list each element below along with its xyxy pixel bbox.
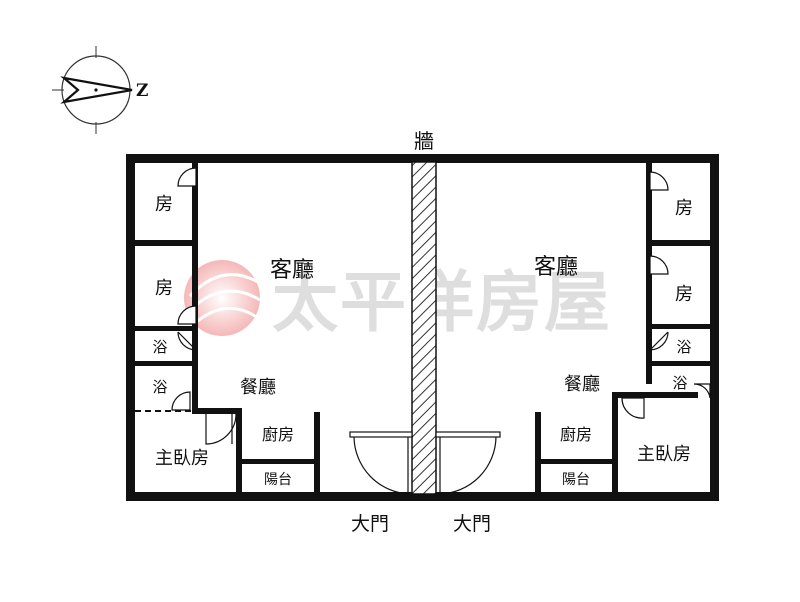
left-balcony-top-wall [240, 459, 318, 464]
watermark-text: 太平洋房屋 [272, 263, 612, 341]
door-right-bath1-swing [649, 331, 669, 351]
door-right-bath2-icon [693, 383, 711, 399]
label-right-bath-1: 浴 [676, 338, 691, 356]
left-kitchen-right-wall [314, 412, 320, 492]
entrance-doors [349, 431, 501, 495]
label-left-bath-2: 浴 [152, 378, 167, 396]
door-left-bath2-icon [171, 391, 191, 411]
door-right-room1-icon [649, 171, 669, 191]
left-doors [171, 167, 237, 445]
label-left-kitchen: 廚房 [262, 425, 294, 444]
label-left-room-1: 房 [155, 194, 173, 215]
left-room1-bottom-wall [135, 240, 197, 246]
label-left-master-bedroom: 主臥房 [155, 448, 209, 469]
compass-north-label: Z [136, 81, 148, 101]
door-right-master-icon [621, 397, 645, 419]
compass-center [94, 88, 98, 92]
right-bath2-bottom-wall [612, 392, 698, 398]
right-doors [621, 171, 711, 419]
right-kitchen-left-wall [535, 412, 541, 492]
door-main-right-icon [439, 436, 497, 495]
compass: Z [52, 46, 148, 134]
label-left-bath-1: 浴 [152, 338, 167, 356]
label-top-wall: 牆 [414, 129, 434, 153]
left-room2-bottom-wall [135, 326, 197, 331]
label-main-door-right: 大門 [453, 513, 491, 535]
door-right-room2-icon [649, 255, 669, 275]
right-balcony-top-wall [535, 459, 615, 464]
right-bath1-bottom-wall [648, 361, 710, 366]
left-master-right-wall [236, 408, 242, 492]
central-party-wall [411, 161, 437, 495]
right-master-left-wall [612, 392, 618, 492]
door-left-room2-icon [177, 305, 197, 325]
label-right-living-room: 客廳 [534, 255, 578, 280]
label-main-door-left: 大門 [351, 513, 389, 535]
right-closet-wall [646, 162, 652, 384]
left-closet-wall [192, 162, 198, 410]
label-right-dining-room: 餐廳 [564, 374, 600, 395]
right-room2-bottom-wall [648, 324, 710, 329]
door-main-left-frame [349, 431, 413, 438]
room-labels: 牆 客廳 房 房 浴 浴 餐廳 廚房 陽台 主臥房 客廳 房 房 浴 浴 餐廳 … [152, 129, 693, 535]
right-room1-bottom-wall [648, 240, 710, 246]
label-right-kitchen: 廚房 [560, 425, 592, 444]
door-main-right-frame [435, 431, 501, 438]
outer-wall [126, 154, 719, 501]
label-right-master-bedroom: 主臥房 [637, 444, 691, 465]
door-left-room1-icon [177, 167, 197, 187]
label-right-bath-2: 浴 [672, 374, 687, 392]
watermark: 太平洋房屋 [184, 260, 612, 341]
door-left-master-icon [205, 413, 237, 445]
compass-arrow-icon [60, 76, 133, 104]
label-left-balcony: 陽台 [264, 472, 292, 488]
left-master-top-wall [192, 408, 238, 414]
label-left-living-room: 客廳 [270, 258, 314, 283]
door-main-left-icon [353, 436, 411, 495]
label-right-balcony: 陽台 [562, 472, 590, 488]
label-left-dining-room: 餐廳 [240, 377, 276, 398]
label-left-room-2: 房 [155, 278, 173, 299]
door-left-bath1-swing [177, 331, 197, 351]
label-right-room-2: 房 [675, 284, 693, 305]
left-bath1-bottom-wall [135, 361, 197, 366]
label-right-room-1: 房 [675, 198, 693, 219]
walls [126, 154, 719, 501]
